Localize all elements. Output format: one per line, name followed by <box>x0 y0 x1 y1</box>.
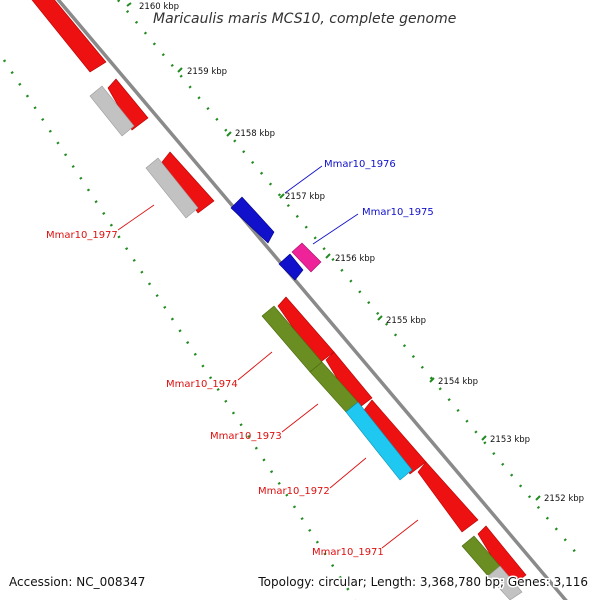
kbp-label: 2158 kbp <box>235 129 275 139</box>
gene-track-right <box>230 196 322 281</box>
leader-line <box>281 403 319 433</box>
kbp-tick <box>535 495 541 501</box>
kbp-tick <box>325 253 331 259</box>
kbp-label: 2159 kbp <box>187 67 227 77</box>
gene-arrow-blue[interactable] <box>230 196 275 244</box>
leader-line <box>284 165 323 194</box>
accession-text: Accession: NC_008347 <box>9 575 145 589</box>
kbp-tick <box>377 315 383 321</box>
gene-block-rna[interactable] <box>145 157 199 219</box>
kbp-label: 2157 kbp <box>285 192 325 202</box>
gene-label-mmar10-1973[interactable]: Mmar10_1973 <box>210 431 282 442</box>
gene-block-cyan[interactable] <box>345 401 413 481</box>
kbp-tick <box>481 435 487 441</box>
leader-line <box>237 351 273 381</box>
kbp-tick <box>429 377 435 383</box>
leader-line <box>117 204 155 231</box>
kbp-tick <box>279 193 285 199</box>
gene-arrow-cds[interactable] <box>31 0 107 73</box>
gene-track-inner <box>89 85 523 600</box>
kbp-label: 2153 kbp <box>490 435 530 445</box>
kbp-label: 2156 kbp <box>335 254 375 264</box>
kbp-label: 2152 kbp <box>544 494 584 504</box>
gene-arrow-cds[interactable] <box>417 461 479 533</box>
gene-label-mmar10-1971[interactable]: Mmar10_1971 <box>312 547 384 558</box>
gene-block-rna[interactable] <box>89 85 135 137</box>
kbp-tick <box>126 2 132 7</box>
leader-line <box>312 213 359 245</box>
kbp-tick <box>177 67 183 73</box>
leader-line <box>329 457 367 489</box>
gene-label-mmar10-1977[interactable]: Mmar10_1977 <box>46 230 118 241</box>
gene-block-pink[interactable] <box>291 242 322 273</box>
gene-label-mmar10-1975[interactable]: Mmar10_1975 <box>362 207 434 218</box>
genome-backbone <box>56 0 568 600</box>
gene-label-mmar10-1976[interactable]: Mmar10_1976 <box>324 159 396 170</box>
kbp-label: 2160 kbp <box>139 2 179 12</box>
kbp-tick <box>226 131 232 137</box>
guide-line-inner <box>117 0 583 561</box>
leader-line <box>381 519 419 549</box>
map-title: Maricaulis maris MCS10, complete genome <box>153 11 456 27</box>
gene-block-rna[interactable] <box>487 565 523 600</box>
gene-arrow-blue[interactable] <box>278 253 304 281</box>
gene-label-mmar10-1972[interactable]: Mmar10_1972 <box>258 486 330 497</box>
guide-line-outer <box>2 59 357 600</box>
gene-label-mmar10-1974[interactable]: Mmar10_1974 <box>166 379 238 390</box>
genome-summary-text: Topology: circular; Length: 3,368,780 bp… <box>257 575 588 589</box>
gene-label-leaders <box>117 165 419 549</box>
kbp-ticks: 2160 kbp 2159 kbp 2158 kbp 2157 kbp 2156… <box>126 2 584 504</box>
gene-track-outer <box>31 0 527 588</box>
gene-labels: Mmar10_1976 Mmar10_1975 Mmar10_1977 Mmar… <box>46 159 434 558</box>
kbp-label: 2155 kbp <box>386 316 426 326</box>
kbp-label: 2154 kbp <box>438 377 478 387</box>
